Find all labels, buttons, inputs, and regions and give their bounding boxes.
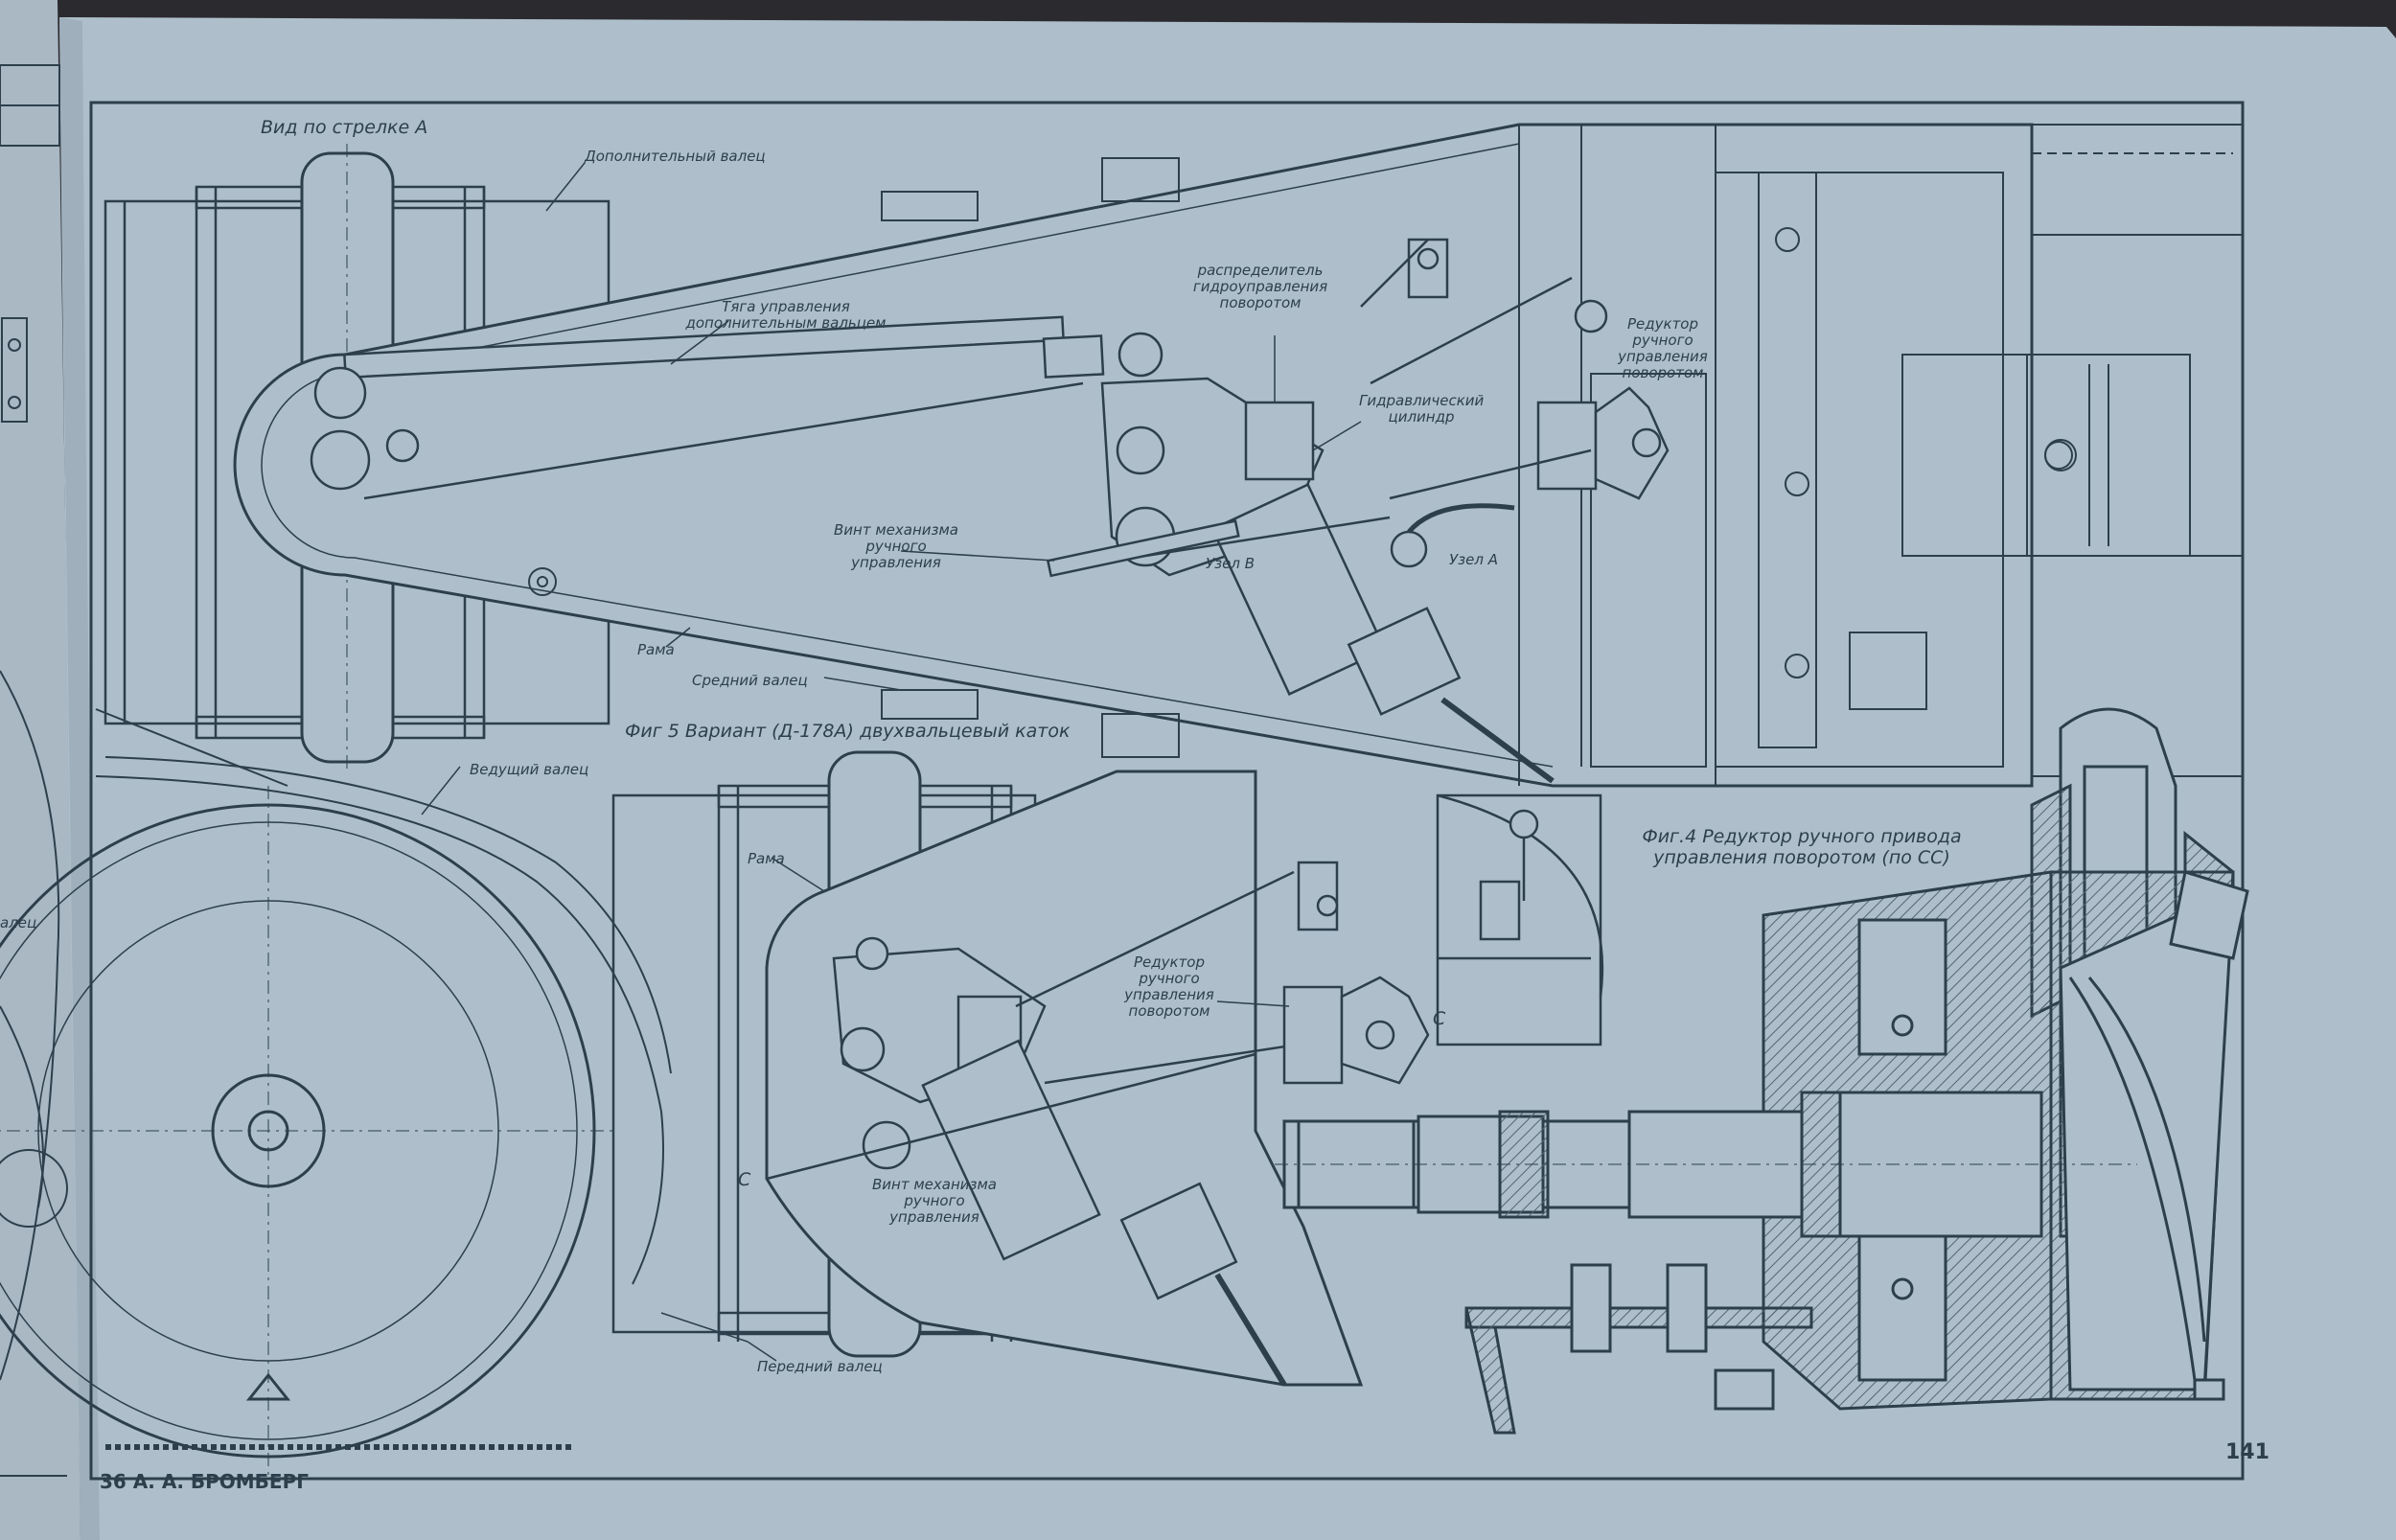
label-drive-roller: Ведущий валец [470,761,589,778]
label-frame-top: Рама [637,641,675,658]
drive-roller [0,708,672,1476]
lower-manual-gear [1282,793,1604,1085]
fig5-caption: Фиг 5 Вариант (Д-178А) двухвальцевый кат… [625,721,1071,742]
sheet-border [89,101,2245,1481]
label-manual-gear-top: Редуктор ручного управления поворотом [1618,315,1708,381]
page-number: 141 [2225,1440,2269,1464]
hydraulic-cylinder-assembly [1046,377,1555,784]
footer-author: 36 А. А. БРОМБЕРГ [100,1470,309,1493]
leader-lines [421,162,1362,1362]
frame-inner-line [261,143,1554,768]
label-section-c-left: С [738,1169,751,1190]
label-frame-lower: Рама [748,850,785,867]
view-label: Вид по стрелке А [261,117,428,138]
label-screw-lower: Винт механизма ручного управления [871,1176,997,1226]
label-node-b: Узел В [1206,555,1255,572]
label-screw-top: Винт механизма ручного управления [833,521,958,571]
left-page-fragment [0,64,68,1477]
label-rod: Тяга управления дополнительным вальцем [685,298,887,332]
label-front-roller: Передний валец [757,1358,883,1375]
label-node-a: Узел А [1449,551,1498,568]
control-rod [310,315,1163,500]
manual-gear-top [1360,238,1670,500]
bolt-symbols [528,441,2073,596]
fig4-caption: Фиг.4 Редуктор ручного привода управлени… [1642,826,1962,868]
label-distributor: распределитель гидроуправления поворотом [1192,262,1328,311]
left-margin-fragment: алец [0,914,37,931]
lower-linkage [766,861,1362,1387]
label-hyd-cylinder: Гидравлический цилиндр [1359,392,1485,425]
fig4-reducer [1275,707,2249,1435]
label-section-c-right: С [1433,1008,1446,1029]
label-manual-gear-lower: Редуктор ручного управления поворотом [1124,954,1214,1020]
label-extra-roller: Дополнительный валец [585,148,766,165]
label-middle-roller: Средний валец [692,672,808,689]
